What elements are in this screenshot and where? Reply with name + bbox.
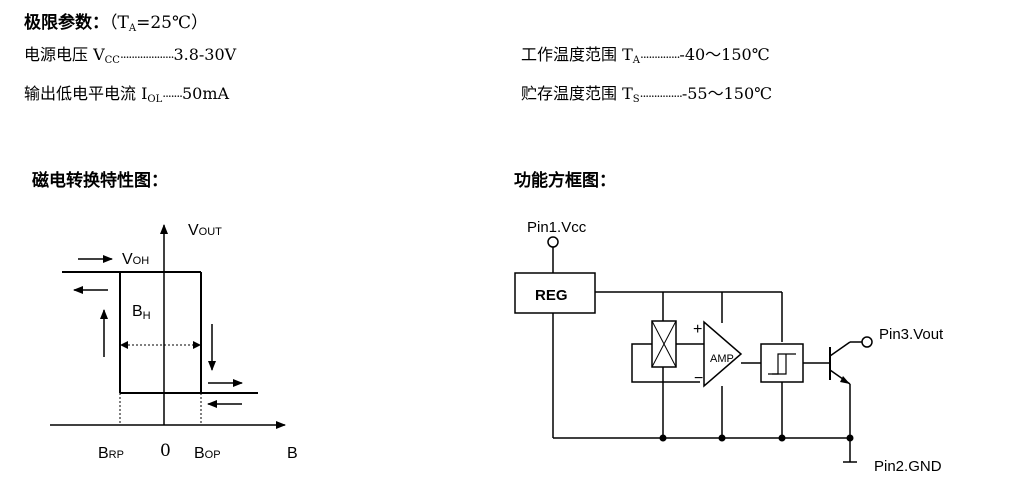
param-dots: ....... bbox=[162, 86, 183, 100]
brp-label: BRP bbox=[98, 445, 124, 462]
param-label: 工作温度范围 T bbox=[521, 45, 633, 64]
hysteresis-section-title: 磁电转换特性图： bbox=[32, 171, 168, 191]
bop-label: BOP bbox=[194, 445, 221, 462]
junction-dot bbox=[778, 434, 786, 442]
emitter-arrowhead bbox=[840, 376, 850, 384]
zero-label: 0 bbox=[160, 441, 171, 461]
limits-condition: （TA=25℃） bbox=[109, 13, 208, 34]
bh-right-arrowhead bbox=[193, 341, 201, 349]
junction-dot bbox=[846, 434, 854, 442]
param-dots: ................... bbox=[119, 47, 174, 61]
param-sub: A bbox=[632, 55, 640, 66]
junction-dot bbox=[718, 434, 726, 442]
condition-suffix: =25℃） bbox=[136, 13, 208, 33]
pin2-label: Pin2.GND bbox=[874, 458, 942, 475]
reg-label: REG bbox=[535, 287, 568, 304]
pin1-terminal bbox=[547, 236, 559, 248]
param-storage-temp: 贮存温度范围 TS...............-55～150℃ bbox=[521, 80, 772, 105]
param-vcc: 电源电压 VCC...................3.8-30V bbox=[24, 41, 236, 66]
b-axis-label: B bbox=[287, 445, 298, 462]
param-value: 50mA bbox=[181, 84, 230, 103]
param-sub: S bbox=[632, 94, 640, 105]
schmitt-symbol-2 bbox=[772, 354, 787, 375]
param-value: -55～150℃ bbox=[681, 84, 773, 103]
param-label: 电源电压 V bbox=[24, 45, 105, 64]
reg-block bbox=[514, 272, 596, 314]
param-value: 3.8-30V bbox=[173, 45, 237, 64]
pin1-label: Pin1.Vcc bbox=[527, 219, 587, 236]
amp-minus: − bbox=[694, 370, 703, 387]
block-diagram: Pin1.Vcc REG + − AMP Pin3.Vout Pin2.GND bbox=[514, 219, 944, 475]
schmitt-trigger-block bbox=[760, 343, 804, 383]
pin3-label: Pin3.Vout bbox=[879, 326, 944, 343]
hysteresis-diagram: VOUT VOH BH BRP 0 BOP B bbox=[50, 222, 298, 462]
param-dots: .............. bbox=[640, 47, 680, 61]
bh-label: BH bbox=[132, 303, 151, 322]
param-sub: OL bbox=[147, 94, 163, 105]
bh-left-arrowhead bbox=[120, 341, 128, 349]
param-iol: 输出低电平电流 IOL.......50mA bbox=[24, 80, 229, 105]
amp-label: AMP bbox=[710, 353, 734, 365]
param-label: 输出低电平电流 I bbox=[24, 84, 148, 103]
condition-prefix: （T bbox=[109, 13, 129, 33]
param-operating-temp: 工作温度范围 TA..............-40～150℃ bbox=[521, 41, 770, 66]
voh-label: VOH bbox=[122, 251, 149, 268]
block-diagram-section-title: 功能方框图： bbox=[514, 171, 616, 191]
junction-dot bbox=[659, 434, 667, 442]
limits-title: 极限参数：（TA=25℃） bbox=[24, 8, 208, 34]
limits-title-text: 极限参数： bbox=[24, 13, 109, 33]
pin3-terminal bbox=[861, 336, 873, 348]
amp-plus: + bbox=[693, 321, 702, 338]
transistor-collector bbox=[829, 341, 851, 357]
param-sub: CC bbox=[104, 55, 120, 66]
amp-triangle bbox=[703, 320, 743, 388]
hall-cross-b bbox=[651, 320, 677, 368]
hall-feedback-loop bbox=[631, 343, 700, 383]
param-value: -40～150℃ bbox=[679, 45, 770, 64]
param-label: 贮存温度范围 T bbox=[521, 84, 633, 103]
param-dots: ............... bbox=[639, 86, 683, 100]
vout-label: VOUT bbox=[188, 222, 222, 239]
condition-sub: A bbox=[128, 23, 137, 34]
